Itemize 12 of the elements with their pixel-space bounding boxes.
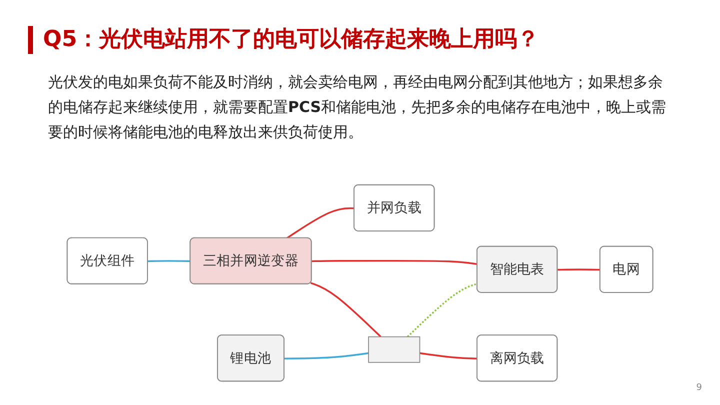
connector: [148, 260, 191, 262]
page-number: 9: [696, 383, 702, 393]
connector: [310, 282, 382, 338]
node-box: [368, 336, 420, 363]
connector: [312, 260, 478, 266]
connector: [406, 282, 478, 338]
connector: [558, 268, 600, 271]
slide-title: Q5：光伏电站用不了的电可以储存起来晚上用吗？: [28, 26, 540, 54]
connector: [284, 352, 369, 360]
body-paragraph: 光伏发的电如果负荷不能及时消纳，就会卖给电网，再经由电网分配到其他地方；如果想多余的电储存起来继续使用，就需要配置PCS和储能电池，先把多余的电储存在电池中，晚上或需要的时候将储能电池的电释放出来供负荷使用。: [48, 72, 668, 143]
connector: [420, 352, 478, 360]
connector: [286, 207, 354, 239]
